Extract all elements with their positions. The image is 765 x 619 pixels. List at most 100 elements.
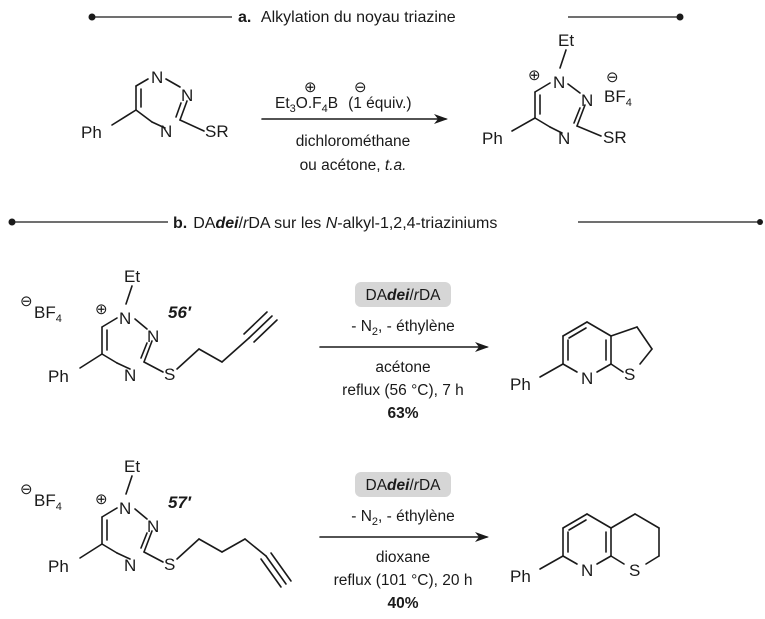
sub57-atom-ph: Ph bbox=[48, 557, 69, 576]
r1-conditions: reflux (56 °C), 7 h bbox=[342, 382, 464, 399]
r2-solvent: dioxane bbox=[376, 549, 430, 566]
product-counterion: BF bbox=[604, 87, 626, 106]
svg-text:Et3O.F4B(1 équiv.): Et3O.F4B(1 équiv.) bbox=[275, 95, 412, 115]
section-b-letter: b. bbox=[173, 215, 187, 232]
sub56-atom-et: Et bbox=[124, 267, 140, 286]
section-b-title-4: r bbox=[243, 215, 249, 232]
section-a-title: Alkylation du noyau triazine bbox=[261, 9, 456, 26]
header-b-dot-left bbox=[8, 218, 16, 226]
sub56-minus-charge: ⊖ bbox=[20, 293, 33, 310]
sub57-minus-charge: ⊖ bbox=[20, 481, 33, 498]
svg-text:ou acétone, t.a.: ou acétone, t.a. bbox=[300, 157, 407, 174]
atom-ph: Ph bbox=[81, 123, 102, 142]
product-counterion-sub: 4 bbox=[626, 97, 632, 109]
pill1-slash: / bbox=[409, 287, 414, 304]
reagent-equiv: (1 équiv.) bbox=[348, 95, 411, 112]
svg-text:BF4: BF4 bbox=[34, 303, 62, 325]
sub56-counterion: BF bbox=[34, 303, 56, 322]
reagent-plus-charge: ⊕ bbox=[304, 79, 317, 96]
substrate-57: N N N Ph S Et ⊕ ⊖ BF4 57′ bbox=[20, 457, 292, 588]
prod2-atom-n: N bbox=[581, 561, 593, 580]
prod1-atom-n: N bbox=[581, 369, 593, 388]
r1-solvent: acétone bbox=[375, 359, 430, 376]
product-dihydrothiopyranopyridine: N S Ph bbox=[510, 513, 660, 586]
substrate-56: N N N Ph S Et ⊕ ⊖ BF4 56′ bbox=[20, 267, 278, 386]
method-pill-2 bbox=[355, 472, 451, 497]
sub57-plus-charge: ⊕ bbox=[95, 491, 108, 508]
sub57-counterion: BF bbox=[34, 491, 56, 510]
pill1-dei: dei bbox=[387, 287, 410, 304]
sub57-atom-n4: N bbox=[124, 556, 136, 575]
product-atom-et: Et bbox=[558, 31, 574, 50]
svg-text:- N2, - éthylène: - N2, - éthylène bbox=[351, 508, 454, 528]
header-a-dot-left bbox=[88, 13, 96, 21]
product-triazinium: N N N Ph SR Et ⊕ ⊖ BF4 bbox=[482, 31, 632, 148]
r2-yield: 40% bbox=[387, 595, 418, 612]
atom-n2: N bbox=[181, 86, 193, 105]
r2-conditions: reflux (101 °C), 20 h bbox=[334, 572, 473, 589]
sub57-atom-s: S bbox=[164, 555, 175, 574]
reagent-minus-charge: ⊖ bbox=[354, 79, 367, 96]
arrow-a: Et3O.F4B(1 équiv.) ⊕ ⊖ dichlorométhane o… bbox=[261, 79, 448, 174]
reagent-f: .F bbox=[308, 95, 322, 112]
section-a-header: a. Alkylation du noyau triazine bbox=[88, 9, 684, 26]
arrow-reaction-2: DAdei/rDA - N2, - éthylène dioxane reflu… bbox=[319, 472, 489, 612]
pill2-r: r bbox=[414, 477, 420, 494]
product-minus-charge: ⊖ bbox=[606, 69, 619, 86]
svg-text:b.DAdei/rDA sur les N-alkyl-1,: b.DAdei/rDA sur les N-alkyl-1,2,4-triazi… bbox=[173, 215, 497, 232]
sub56-plus-charge: ⊕ bbox=[95, 301, 108, 318]
svg-text:DAdei/rDA: DAdei/rDA bbox=[366, 287, 442, 304]
atom-sr: SR bbox=[205, 122, 229, 141]
reagent-f-sub: 4 bbox=[322, 103, 328, 115]
product-dihydrothienopyridine: N S Ph bbox=[510, 321, 653, 394]
sub56-atom-n1: N bbox=[119, 309, 131, 328]
section-b-title-6: N bbox=[326, 215, 338, 232]
product-atom-n4: N bbox=[558, 129, 570, 148]
atom-n1: N bbox=[151, 68, 163, 87]
header-a-dot-right bbox=[676, 13, 684, 21]
sub56-atom-n4: N bbox=[124, 366, 136, 385]
reagent-o: O bbox=[296, 95, 308, 112]
pill2-dei: dei bbox=[387, 477, 410, 494]
section-b-title-7: -alkyl-1,2,4-triaziniums bbox=[337, 215, 497, 232]
sub57-atom-n1: N bbox=[119, 499, 131, 518]
svg-text:a. Alkylation du noyau t: a. Alkylation du noyau triazine bbox=[238, 9, 456, 26]
solvent-line-1: dichlorométhane bbox=[296, 133, 411, 150]
sub56-counterion-sub: 4 bbox=[56, 313, 62, 325]
r1-byproduct-sub: 2 bbox=[372, 326, 378, 338]
section-a-letter: a. bbox=[238, 9, 251, 26]
method-pill-1 bbox=[355, 282, 451, 307]
svg-text:- N2, - éthylène: - N2, - éthylène bbox=[351, 318, 454, 338]
product-atom-n2: N bbox=[581, 91, 593, 110]
prod1-atom-ph: Ph bbox=[510, 375, 531, 394]
compound-number-56: 56′ bbox=[168, 303, 192, 322]
svg-text:BF4: BF4 bbox=[34, 491, 62, 513]
svg-text:BF4: BF4 bbox=[604, 87, 632, 109]
sub57-counterion-sub: 4 bbox=[56, 501, 62, 513]
svg-text:DAdei/rDA: DAdei/rDA bbox=[366, 477, 442, 494]
r1-byproduct-n: - N bbox=[351, 318, 372, 335]
r2-byproduct-n: - N bbox=[351, 508, 372, 525]
reagent-b: B bbox=[328, 95, 338, 112]
header-b-dot-right bbox=[757, 219, 763, 225]
section-b-title-2: dei bbox=[215, 215, 239, 232]
sub57-atom-n2: N bbox=[147, 517, 159, 536]
r2-byproduct-rest: , - éthylène bbox=[378, 508, 455, 525]
sub56-atom-s: S bbox=[164, 365, 175, 384]
arrow-reaction-1: DAdei/rDA - N2, - éthylène acétone reflu… bbox=[319, 282, 489, 422]
r1-byproduct-rest: , - éthylène bbox=[378, 318, 455, 335]
product-atom-ph: Ph bbox=[482, 129, 503, 148]
product-atom-sr: SR bbox=[603, 128, 627, 147]
product-plus-charge: ⊕ bbox=[528, 67, 541, 84]
prod2-atom-s: S bbox=[629, 561, 640, 580]
reactant-triazine: N N N Ph SR bbox=[81, 68, 229, 142]
section-b-title-5: DA sur les bbox=[248, 215, 325, 232]
sub56-atom-ph: Ph bbox=[48, 367, 69, 386]
atom-n4: N bbox=[160, 122, 172, 141]
pill1-r: r bbox=[414, 287, 420, 304]
pill2-da: DA bbox=[366, 477, 388, 494]
pill1-da2: DA bbox=[419, 287, 441, 304]
r1-yield: 63% bbox=[387, 405, 418, 422]
pill2-da2: DA bbox=[419, 477, 441, 494]
